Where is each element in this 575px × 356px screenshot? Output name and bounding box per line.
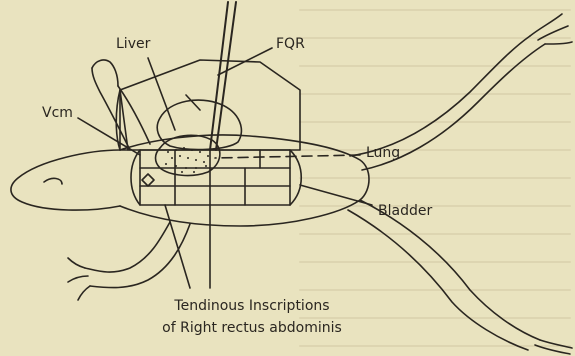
- hind-leg-upper: [350, 36, 530, 156]
- frog-head: [11, 150, 120, 210]
- label-liver: Liver: [116, 36, 150, 52]
- label-lung: Lung: [366, 145, 400, 161]
- caption-line-2: of Right rectus abdominis: [112, 318, 392, 338]
- leader-lung: [215, 155, 360, 158]
- lung-stipple: [165, 147, 209, 173]
- liver-organ: [157, 100, 241, 149]
- label-fqr: FQR: [276, 36, 305, 52]
- leader-bladder: [300, 185, 372, 205]
- leader-inscriptions-1: [165, 205, 190, 288]
- forelimb-lower: [85, 222, 170, 272]
- label-vcm: Vcm: [42, 105, 73, 121]
- label-bladder: Bladder: [378, 203, 432, 219]
- pin-upper: [186, 95, 200, 110]
- caption-line-1: Tendinous Inscriptions: [112, 296, 392, 316]
- frog-eye: [44, 178, 62, 184]
- diamond-marker: [142, 174, 154, 186]
- leader-vcm: [78, 118, 140, 155]
- leader-liver: [148, 58, 175, 130]
